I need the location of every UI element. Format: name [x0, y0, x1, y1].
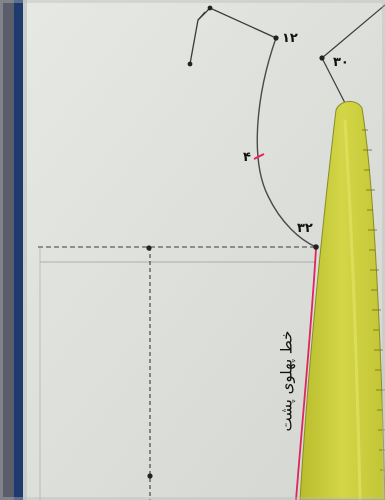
point-label-4: ۴ [243, 150, 251, 165]
point-dot-top [207, 5, 213, 11]
back-side-line-red [295, 247, 317, 500]
point-dot-12 [273, 35, 279, 41]
point-label-32: ۳۲ [297, 221, 313, 236]
point-dot-mid [146, 245, 152, 251]
armhole-curve [256, 37, 317, 248]
binding-strip [14, 0, 23, 500]
point-dot-30 [319, 55, 325, 61]
left-margin [0, 0, 14, 500]
ruler-ticks [362, 129, 385, 471]
point-dot-top-left [187, 61, 193, 67]
point-label-12: ۱۲ [282, 31, 298, 46]
point-dot-32 [313, 244, 319, 250]
curved-ruler [299, 101, 385, 500]
back-side-line-label-wrap: خط پهلوی پشت [271, 322, 301, 440]
back-side-line-label: خط پهلوی پشت [277, 330, 296, 432]
point-4-marker [253, 153, 265, 160]
point-label-30: ۳۰ [333, 55, 349, 70]
point-dot-lower [147, 473, 153, 479]
